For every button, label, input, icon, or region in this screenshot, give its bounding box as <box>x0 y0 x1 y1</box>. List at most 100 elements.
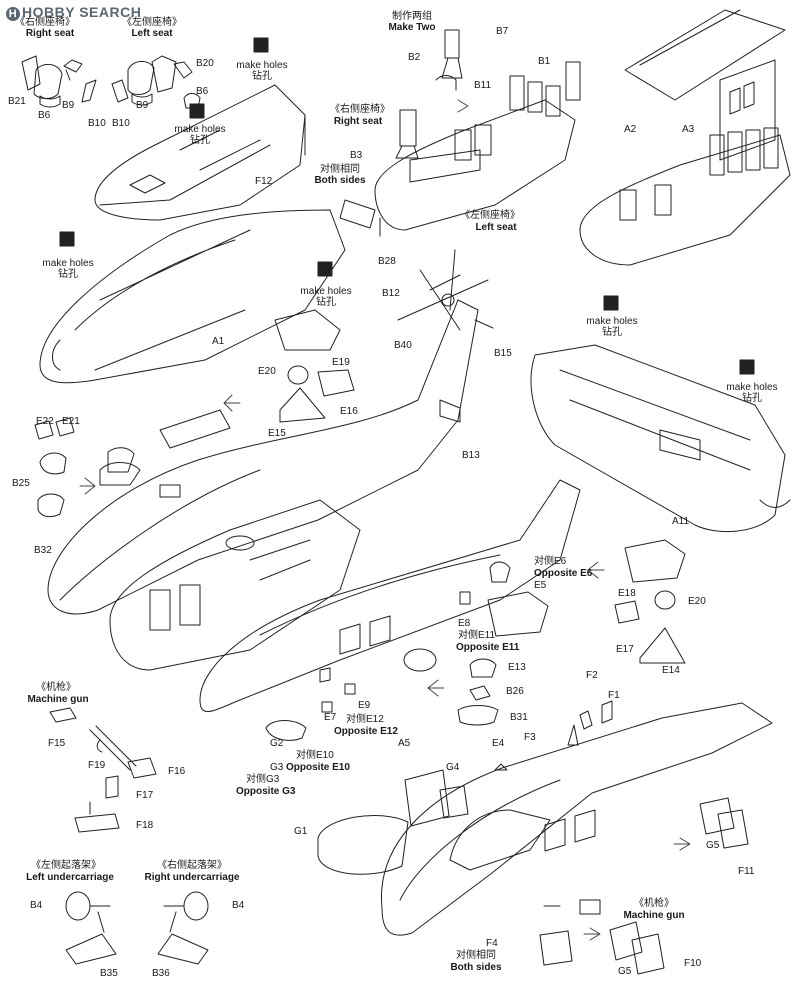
label-both-sides-cn: 对侧相同 <box>320 164 360 175</box>
label-right-seat-cn: 《右侧座椅》 <box>330 104 390 115</box>
label-a2: A2 <box>624 124 637 135</box>
assembly-arrows <box>79 99 691 941</box>
label-f2: F2 <box>586 670 598 681</box>
label-opposite-e6-cn: 对侧E6 <box>534 556 567 567</box>
nose-parts-top <box>274 309 355 423</box>
label-b21: B21 <box>8 96 26 107</box>
label-e15: E15 <box>268 428 286 439</box>
label-machine-gun: Machine gun <box>623 910 685 921</box>
right-seat-parts <box>21 55 97 108</box>
label-f10: F10 <box>684 958 702 969</box>
label-b6: B6 <box>38 110 51 121</box>
label-right-undercarriage-cn: 《右侧起落架》 <box>157 860 227 871</box>
label-e14: E14 <box>662 665 680 676</box>
label-make-holes: make holes <box>586 316 638 327</box>
label-make-holes: make holes <box>300 286 352 297</box>
label-b4: B4 <box>30 900 43 911</box>
label-e19: E19 <box>332 357 350 368</box>
label-b2: B2 <box>408 52 421 63</box>
label-b12: B12 <box>382 288 400 299</box>
label-e20: E20 <box>688 596 706 607</box>
label-e5: E5 <box>534 580 547 591</box>
left-undercarriage-parts <box>65 891 117 965</box>
label-make-holes: make holes <box>726 382 778 393</box>
label-make-holes: make holes <box>174 124 226 135</box>
label-opposite-e10-cn: 对侧E10 <box>296 750 334 761</box>
left-seat-parts <box>111 55 201 109</box>
floor-panel-f12 <box>94 84 306 221</box>
label-f4: F4 <box>486 938 498 949</box>
label-b3: B3 <box>350 150 363 161</box>
label-b9: B9 <box>62 100 75 111</box>
label-drill-cn: 钻孔 <box>742 393 762 404</box>
label-f15: F15 <box>48 738 66 749</box>
label-f17: F17 <box>136 790 154 801</box>
label-e17: E17 <box>616 644 634 655</box>
label-b7: B7 <box>496 26 509 37</box>
label-left-seat: Left seat <box>475 222 517 233</box>
label-drill-cn: 钻孔 <box>252 71 272 82</box>
label-left-seat: Left seat <box>131 28 173 39</box>
final-fuselage-assembly <box>317 700 773 975</box>
label-f3: F3 <box>524 732 536 743</box>
cabin-floor-middle <box>109 499 361 671</box>
label-a3: A3 <box>682 124 695 135</box>
label-b28: B28 <box>378 256 396 267</box>
label-b20: B20 <box>196 58 214 69</box>
label-e4: E4 <box>492 738 505 749</box>
label-right-undercarriage: Right undercarriage <box>144 872 240 883</box>
cabin-floor-a2 <box>624 9 786 101</box>
label-g4: G4 <box>446 762 460 773</box>
label-opposite-e11-cn: 对侧E11 <box>458 630 496 641</box>
fuselage-half-a1 <box>39 209 346 384</box>
label-g5: G5 <box>618 966 632 977</box>
label-b31: B31 <box>510 712 528 723</box>
label-left-seat-cn: 《左侧座椅》 <box>460 210 520 221</box>
label-g1: G1 <box>294 826 308 837</box>
nose-parts-right <box>457 539 686 726</box>
label-b25: B25 <box>12 478 30 489</box>
label-e18: E18 <box>618 588 636 599</box>
label-both-sides-cn: 对侧相同 <box>456 950 496 961</box>
label-b15: B15 <box>494 348 512 359</box>
label-drill-cn: 钻孔 <box>58 269 78 280</box>
main-fuselage-left <box>47 299 479 615</box>
label-a11: A11 <box>672 516 690 527</box>
cabin-seat-assembly <box>339 29 581 237</box>
label-f12: F12 <box>255 176 273 187</box>
label-e9: E9 <box>358 700 371 711</box>
label-left-undercarriage-cn: 《左侧起落架》 <box>31 860 101 871</box>
watermark-text: HOBBY SEARCH <box>22 4 142 20</box>
label-right-seat: Right seat <box>333 116 383 127</box>
label-f18: F18 <box>136 820 154 831</box>
drill-icon <box>59 37 755 375</box>
label-b26: B26 <box>506 686 524 697</box>
label-right-seat: Right seat <box>25 28 75 39</box>
label-b35: B35 <box>100 968 118 979</box>
label-e22: E22 <box>36 416 54 427</box>
label-make-two-cn: 制作两组 <box>392 11 432 22</box>
label-right-seat-cn: 《右侧座椅》 <box>15 17 75 28</box>
label-e20: E20 <box>258 366 276 377</box>
label-b11: B11 <box>474 80 492 91</box>
label-opposite-e11: Opposite E11 <box>456 642 520 653</box>
label-machine-gun-cn: 《机枪》 <box>634 898 674 909</box>
label-b6: B6 <box>196 86 209 97</box>
label-opposite-e12: Opposite E12 <box>334 726 398 737</box>
label-both-sides: Both sides <box>450 962 502 973</box>
label-e16: E16 <box>340 406 358 417</box>
label-b40: B40 <box>394 340 412 351</box>
label-opposite-g3-cn: 对侧G3 <box>246 774 280 785</box>
cabin-wall-a3 <box>579 59 791 266</box>
label-g2: G2 <box>270 738 284 749</box>
label-left-seat-cn: 《左侧座椅》 <box>122 17 182 28</box>
label-b9: B9 <box>136 100 149 111</box>
fuselage-small-parts <box>265 683 356 741</box>
label-e13: E13 <box>508 662 526 673</box>
label-e8: E8 <box>458 618 471 629</box>
label-b10: B10 <box>88 118 106 129</box>
label-g3: G3 <box>270 762 284 773</box>
